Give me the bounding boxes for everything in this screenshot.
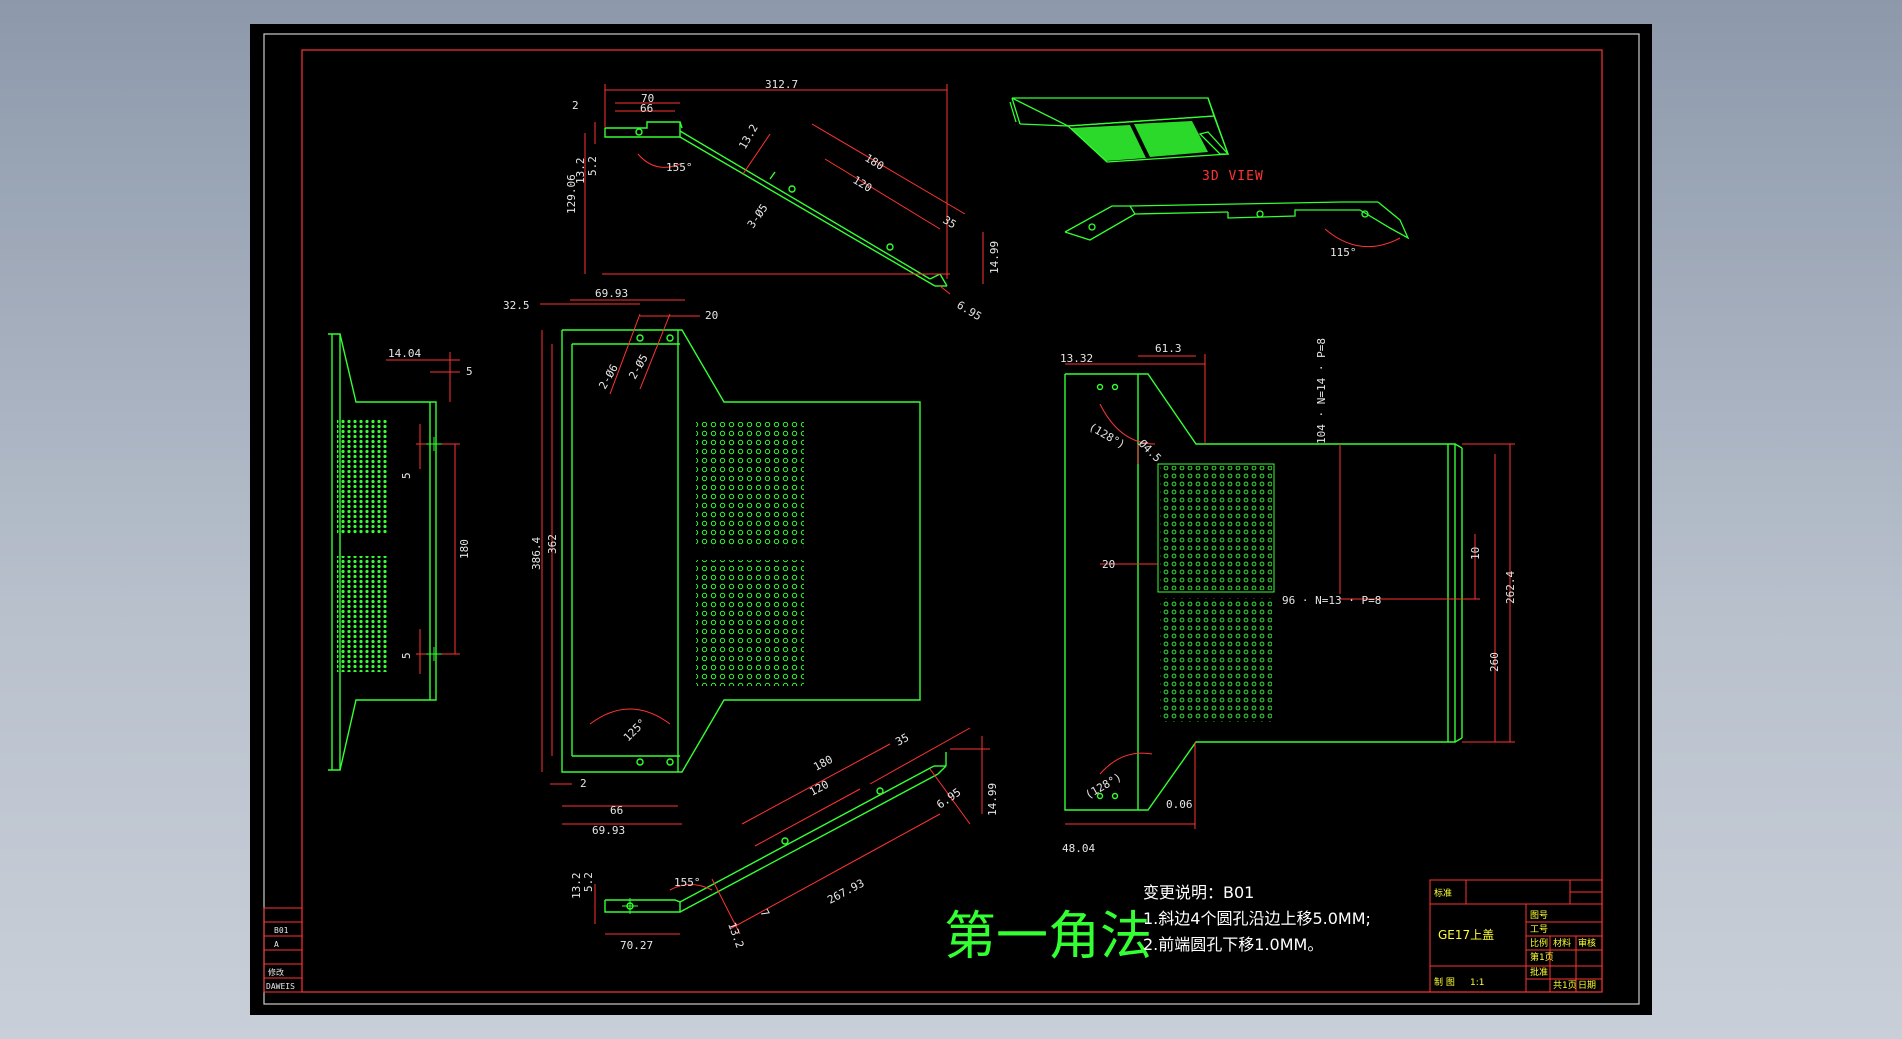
dim-120-bottom: 120 bbox=[807, 778, 831, 799]
dim-386-4: 386.4 bbox=[530, 537, 543, 570]
view-label-3d: 3D VIEW bbox=[1202, 169, 1264, 184]
right-perforation-bottom bbox=[1160, 598, 1272, 722]
notes-line-1: 1.斜边4个圆孔沿边上移5.0MM; bbox=[1143, 909, 1371, 928]
side-view: 14.04 5 5 180 5 bbox=[328, 333, 473, 771]
angle-155-bottom: 155° bbox=[674, 876, 701, 889]
dim-180-side: 180 bbox=[458, 539, 471, 559]
tb-part-name: GE17上盖 bbox=[1438, 928, 1494, 942]
tb-cell-drawn: 制 图 bbox=[1434, 976, 1455, 988]
dim-20: 20 bbox=[705, 309, 718, 322]
dim-69-93-bottom: 69.93 bbox=[592, 824, 625, 837]
dim-362: 362 bbox=[546, 534, 559, 554]
dim-260: 260 bbox=[1488, 652, 1501, 672]
dim-66-front: 66 bbox=[610, 804, 623, 817]
cad-drawing-canvas: 70 66 312.7 2 13.2 5.2 129.06 155° 13.2 … bbox=[263, 33, 1640, 1005]
dim-5-2-bottom: 5.2 bbox=[582, 872, 595, 892]
dim-32-5: 32.5 bbox=[503, 299, 530, 312]
dim-10: 10 bbox=[1469, 547, 1482, 560]
dim-70: 70 bbox=[641, 92, 654, 105]
bottom-view: 180 120 35 6.95 14.99 13.2 5.2 155° 13.2… bbox=[570, 727, 999, 952]
dim-5-c: 5 bbox=[400, 652, 413, 659]
dim-69-93-top: 69.93 bbox=[595, 287, 628, 300]
title-block: 标准 图号 工号 制 图 比例 材料 审核 批准 第1页 1:1 共1页 日期 … bbox=[1429, 879, 1603, 993]
dim-312-7: 312.7 bbox=[765, 78, 798, 91]
dim-5-b: 5 bbox=[400, 472, 413, 479]
tb-cell-review: 审核 bbox=[1578, 937, 1596, 949]
dim-13-2: 13.2 bbox=[574, 158, 587, 185]
projection-label: 第一角法 bbox=[944, 907, 1152, 967]
dim-66: 66 bbox=[640, 102, 653, 115]
dim-35-bottom: 35 bbox=[893, 731, 911, 749]
angle-125: 125° bbox=[621, 716, 649, 744]
inner-frame bbox=[301, 49, 1603, 993]
dim-35: 35 bbox=[940, 213, 958, 231]
tb-cell-ratio: 1:1 bbox=[1470, 978, 1484, 988]
dim-14-99-bottom: 14.99 bbox=[986, 783, 999, 816]
rev-cell-4: DAWEIS bbox=[266, 982, 295, 991]
tb-cell-total-pages: 共1页 bbox=[1553, 980, 1577, 991]
dim-13-2-bottom: 13.2 bbox=[570, 873, 583, 900]
dim-180: 180 bbox=[862, 151, 886, 172]
front-perforation-bottom bbox=[696, 560, 804, 686]
tb-cell-drawing-no: 图号 bbox=[1530, 910, 1548, 921]
pattern-vertical: 104 · N=14 · P=8 bbox=[1315, 338, 1328, 444]
iso-perforation bbox=[1070, 121, 1208, 161]
revision-block: B01 A 修改 DAWEIS bbox=[263, 907, 303, 993]
dim-0-06: 0.06 bbox=[1166, 798, 1193, 811]
dim-48-04: 48.04 bbox=[1062, 842, 1095, 855]
tb-cell-scale: 比例 bbox=[1530, 937, 1548, 949]
front-view: 32.5 69.93 20 2-Ø6 2-Ø5 386.4 362 125° 2… bbox=[503, 287, 921, 837]
dim-129-06: 129.06 bbox=[565, 174, 578, 214]
rev-cell-2: A bbox=[274, 940, 279, 949]
dim-6-95: 6.95 bbox=[954, 298, 983, 323]
right-view: 13.32 61.3 (128°) Ø4.5 104 · N=14 · P=8 … bbox=[1060, 338, 1517, 855]
holes-3-d5: 3-Ø5 bbox=[745, 202, 771, 231]
notes-line-2: 2.前端圆孔下移1.0MM。 bbox=[1143, 935, 1323, 954]
dim-180-bottom: 180 bbox=[811, 753, 835, 774]
dim-7: 7 bbox=[757, 907, 772, 919]
dim-5-2: 5.2 bbox=[586, 156, 599, 176]
dim-262-4: 262.4 bbox=[1504, 571, 1517, 604]
dim-20-right: 20 bbox=[1102, 558, 1115, 571]
holes-2-d6: 2-Ø6 bbox=[596, 362, 621, 391]
angle-115: 115° bbox=[1330, 246, 1357, 259]
pattern-horizontal: 96 · N=13 · P=8 bbox=[1282, 594, 1381, 607]
cad-drawing-sheet[interactable]: 70 66 312.7 2 13.2 5.2 129.06 155° 13.2 … bbox=[250, 24, 1652, 1015]
tb-cell-standard: 标准 bbox=[1434, 887, 1452, 899]
angle-128-top: (128°) bbox=[1087, 420, 1128, 451]
dim-5-a: 5 bbox=[466, 365, 473, 378]
dim-14-04: 14.04 bbox=[388, 347, 421, 360]
dim-2: 2 bbox=[572, 99, 579, 112]
front-perforation-top bbox=[696, 422, 804, 548]
holes-2-d5: 2-Ø5 bbox=[626, 352, 651, 381]
dim-13-2-b-bottom: 13.2 bbox=[725, 921, 746, 950]
right-perforation-top bbox=[1160, 466, 1272, 590]
tb-cell-job-no: 工号 bbox=[1530, 924, 1548, 935]
rev-cell-3: 修改 bbox=[268, 967, 284, 977]
angle-155: 155° bbox=[666, 161, 693, 174]
dim-6-95-bottom: 6.95 bbox=[934, 786, 963, 812]
iso-view: 3D VIEW 115° bbox=[1009, 97, 1410, 259]
tb-cell-material: 材料 bbox=[1553, 937, 1571, 949]
tb-cell-approve: 批准 bbox=[1530, 966, 1548, 978]
dim-14-99: 14.99 bbox=[988, 241, 1001, 274]
rev-cell-1: B01 bbox=[274, 926, 289, 935]
outer-frame bbox=[263, 33, 1640, 1005]
dim-13-2-b: 13.2 bbox=[736, 122, 761, 151]
dim-267-93: 267.93 bbox=[825, 877, 866, 907]
tb-cell-date: 日期 bbox=[1578, 980, 1596, 991]
dim-2-front: 2 bbox=[580, 777, 587, 790]
dim-13-32: 13.32 bbox=[1060, 352, 1093, 365]
top-view: 70 66 312.7 2 13.2 5.2 129.06 155° 13.2 … bbox=[565, 78, 1001, 323]
tb-cell-page: 第1页 bbox=[1530, 951, 1554, 963]
notes-title: 变更说明：B01 bbox=[1143, 883, 1254, 902]
dia-4-5: Ø4.5 bbox=[1136, 437, 1164, 465]
side-perforation bbox=[337, 418, 387, 672]
dim-70-27: 70.27 bbox=[620, 939, 653, 952]
dim-61-3: 61.3 bbox=[1155, 342, 1182, 355]
